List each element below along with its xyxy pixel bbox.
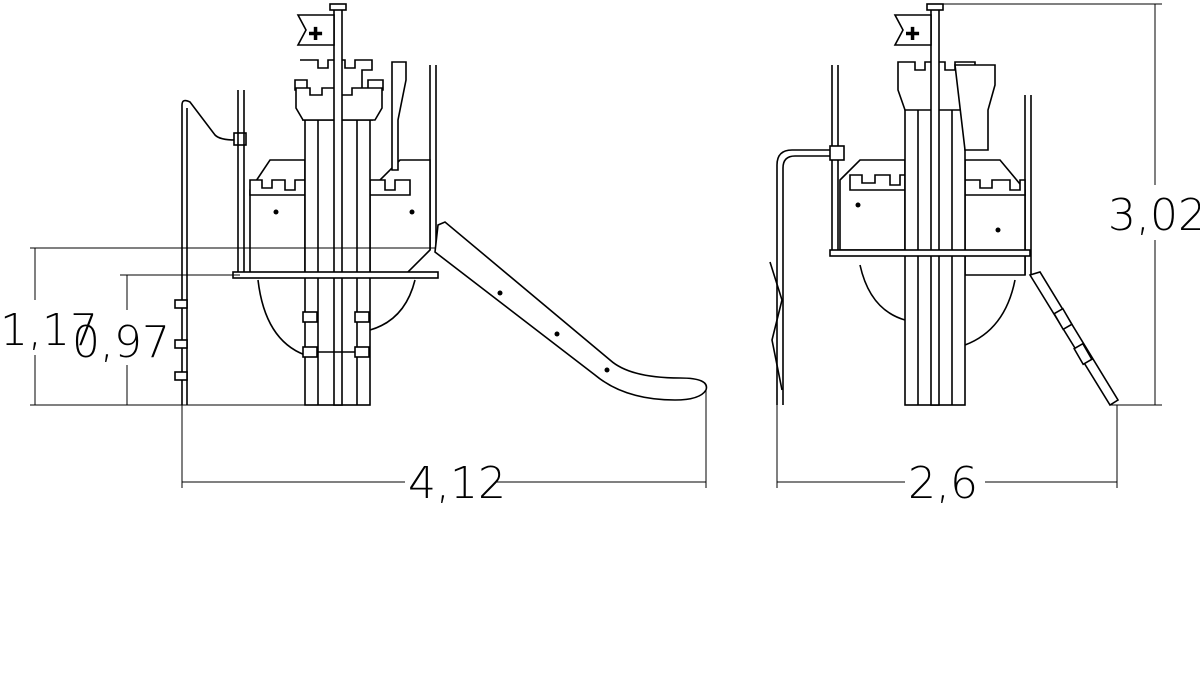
battlement [369, 179, 411, 196]
ladder-rung [302, 311, 318, 323]
battlement [249, 179, 306, 196]
flag-cross-icon: ✚ [905, 24, 920, 45]
bowl [859, 264, 906, 321]
dim-label-1-17: 1,17 [0, 305, 98, 356]
slide [434, 221, 708, 401]
bolt [995, 227, 1001, 233]
handrail-inner [782, 155, 830, 405]
dim-label-4-12: 4,12 [408, 458, 506, 509]
dim-label-3-02: 3,02 [1108, 190, 1200, 241]
climbing-rope [769, 261, 783, 391]
rail-clamp [174, 339, 188, 349]
ladder-clamp [1073, 342, 1093, 366]
wall-panel [839, 159, 906, 251]
ladder-rung [354, 311, 370, 323]
rail-clamp [829, 145, 845, 161]
flag-cross-icon: ✚ [308, 24, 323, 45]
bowl [257, 279, 306, 356]
bolt [554, 331, 560, 337]
bolt [273, 209, 279, 215]
dim-label-2-6: 2,6 [908, 458, 978, 509]
ladder-rung [354, 346, 370, 358]
wall-panel [249, 159, 306, 276]
dimension-lines: 1,17 0,97 4,12 2,6 3,02 [0, 3, 1200, 509]
bolt [497, 290, 503, 296]
flag [296, 14, 335, 46]
turret-side [391, 61, 407, 171]
rail-clamp [233, 132, 247, 146]
platform [829, 249, 1031, 257]
handrail [181, 99, 245, 405]
turret-side [954, 64, 996, 151]
flag [893, 14, 932, 46]
handrail [776, 149, 830, 405]
bolt [855, 202, 861, 208]
ladder-rung [302, 346, 318, 358]
bolt [409, 209, 415, 215]
wall-panel [964, 159, 1026, 276]
front-view: ✚ [769, 3, 1120, 407]
wall-panel [369, 159, 431, 276]
dim-label-0-97: 0,97 [72, 317, 170, 368]
battlement [964, 179, 1026, 196]
flag-pole [930, 7, 940, 406]
platform [232, 271, 439, 279]
side-view: ✚ [30, 3, 708, 406]
ladder-clamp [1053, 307, 1073, 331]
bolt [604, 367, 610, 373]
ladder [1028, 271, 1120, 407]
pole-cap [329, 3, 347, 11]
bowl [369, 279, 416, 331]
rail-clamp [174, 371, 188, 381]
pole-cap [926, 3, 944, 11]
bowl [964, 279, 1016, 346]
rail-clamp [174, 299, 188, 309]
flag-pole [333, 7, 343, 406]
